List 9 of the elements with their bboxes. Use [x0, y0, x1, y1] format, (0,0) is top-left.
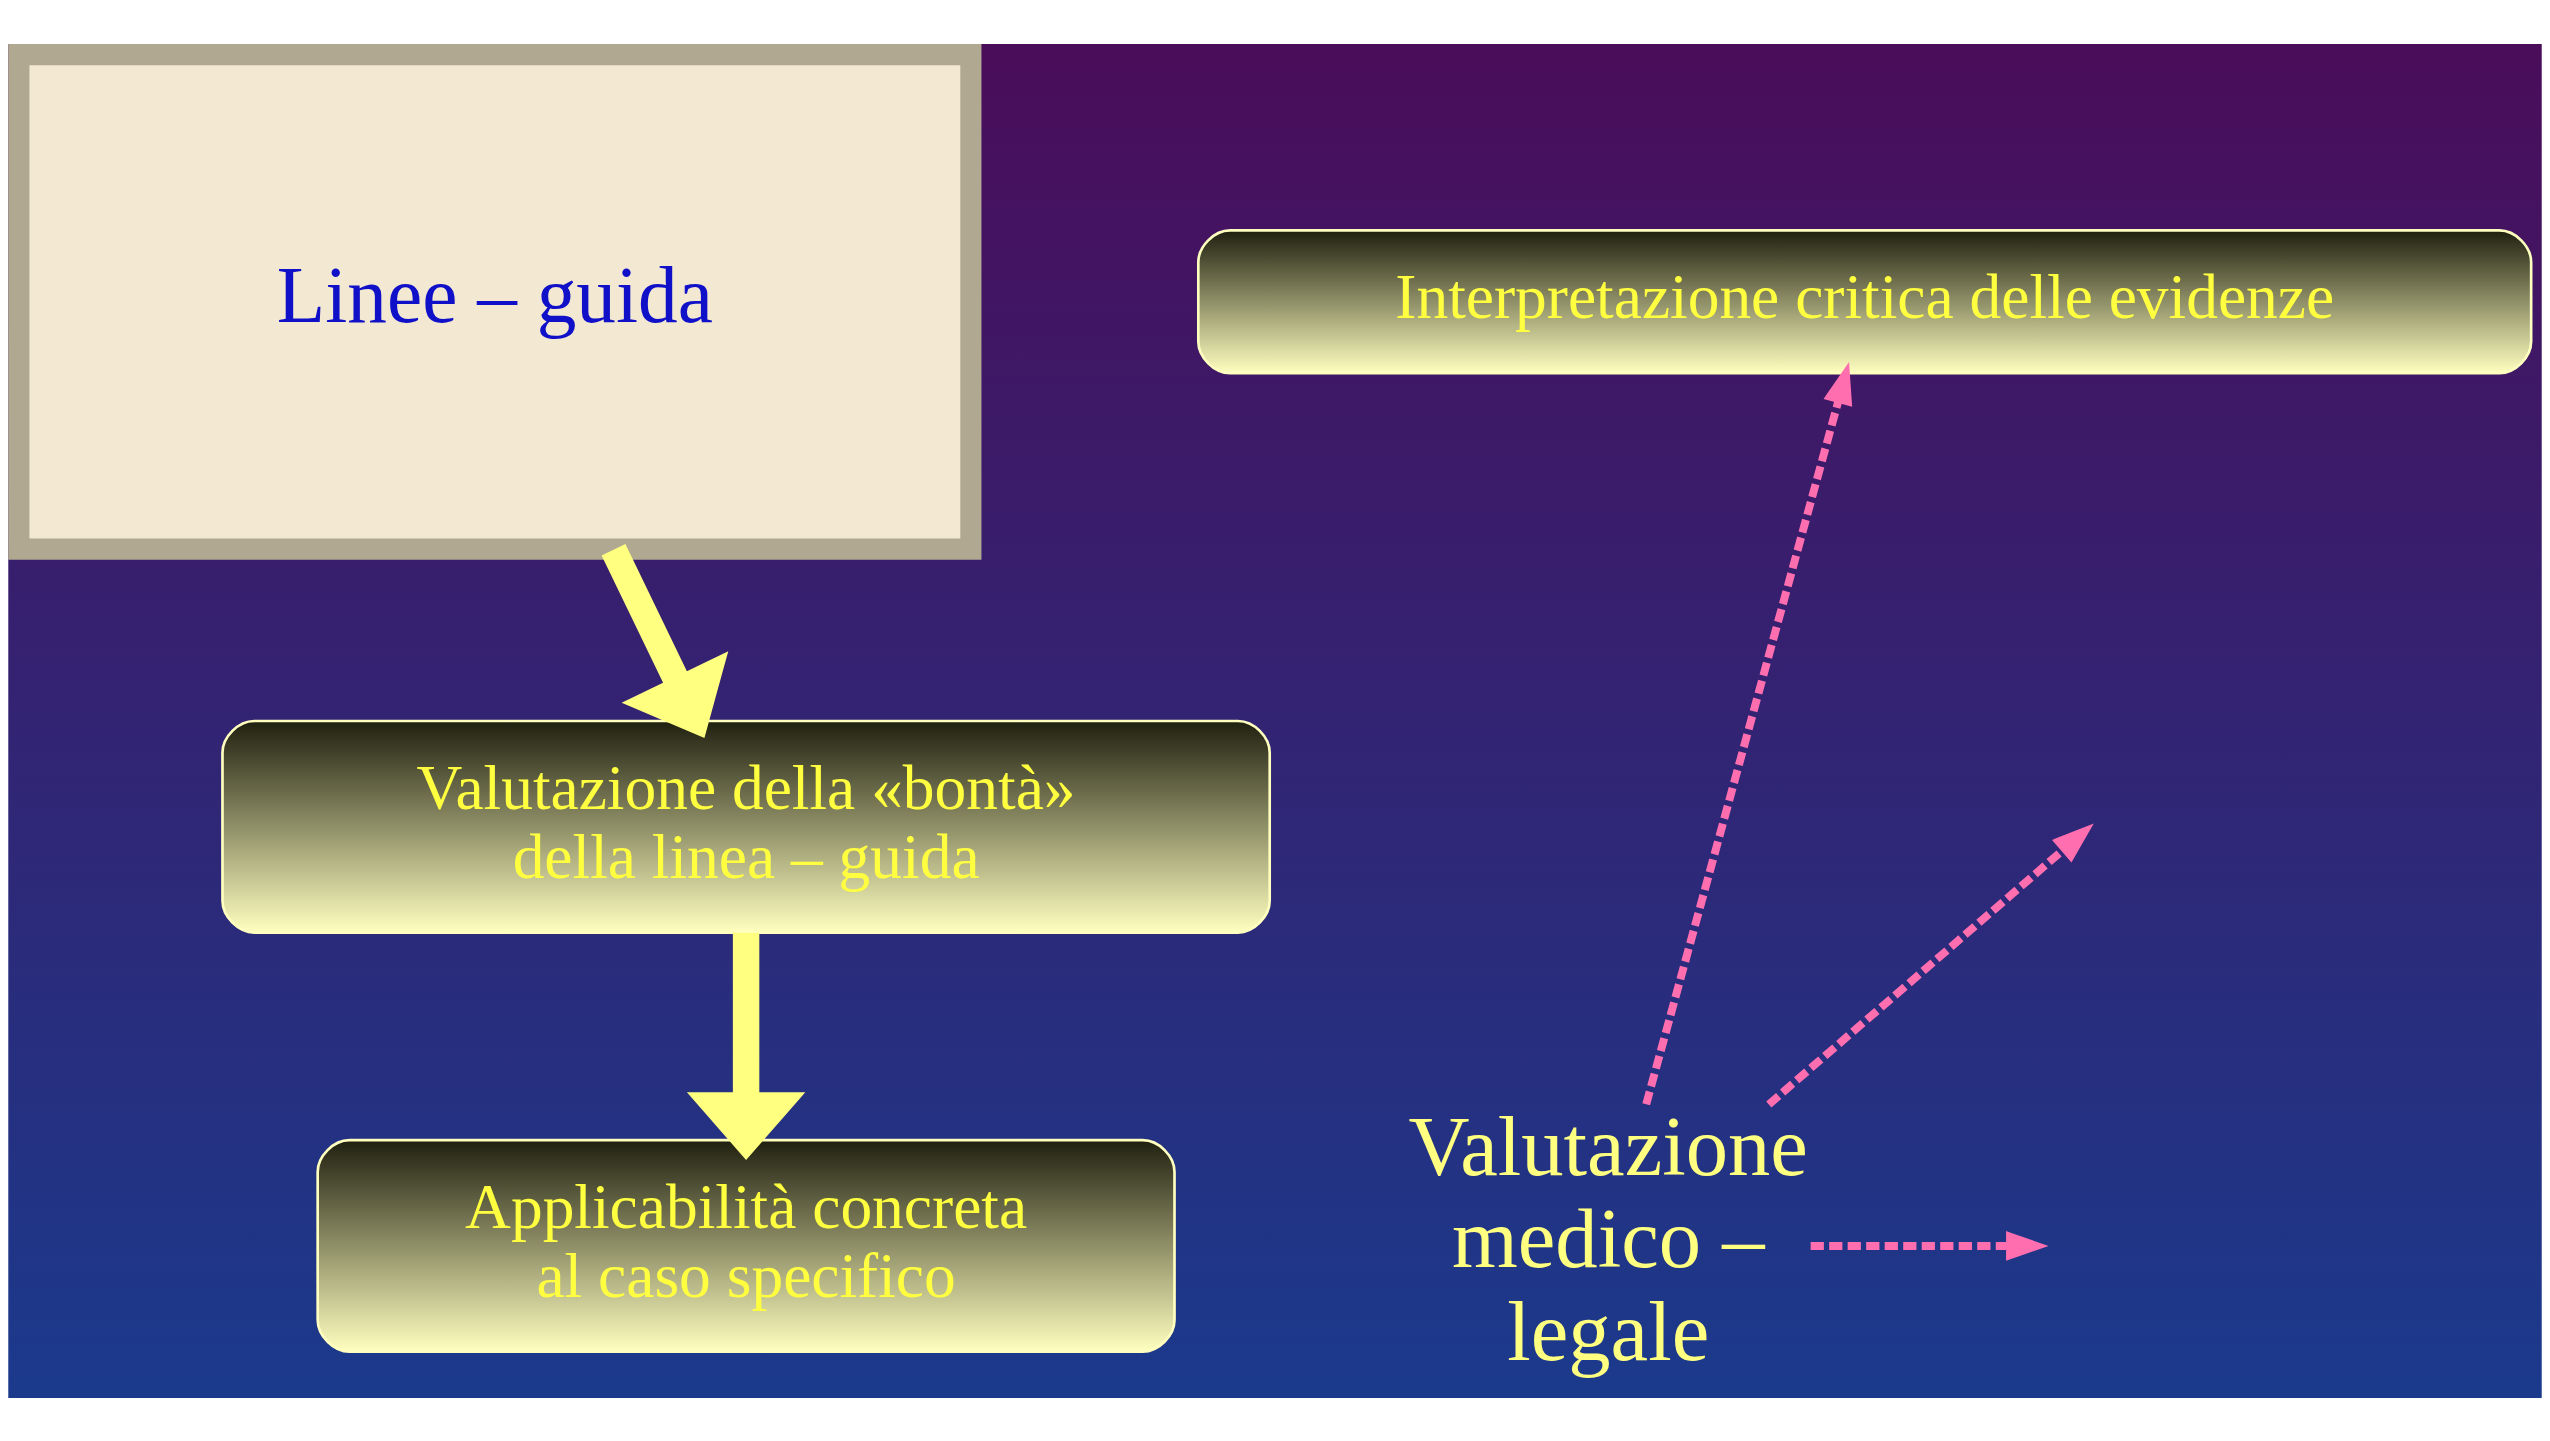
arrow — [1766, 822, 2094, 1107]
node-box: Applicabilità concreta al caso specifico — [316, 1138, 1176, 1353]
node-box: Interpretazione critica delle evidenze — [1197, 228, 2533, 375]
node-box: Linee – guida — [8, 43, 982, 560]
node-box: Valutazione della «bontà» della linea – guida — [221, 719, 1272, 934]
arrow — [1642, 361, 1853, 1105]
arrow — [601, 543, 729, 738]
node-text: Valutazione medico – legale — [1408, 1099, 1808, 1378]
arrow — [686, 932, 806, 1160]
